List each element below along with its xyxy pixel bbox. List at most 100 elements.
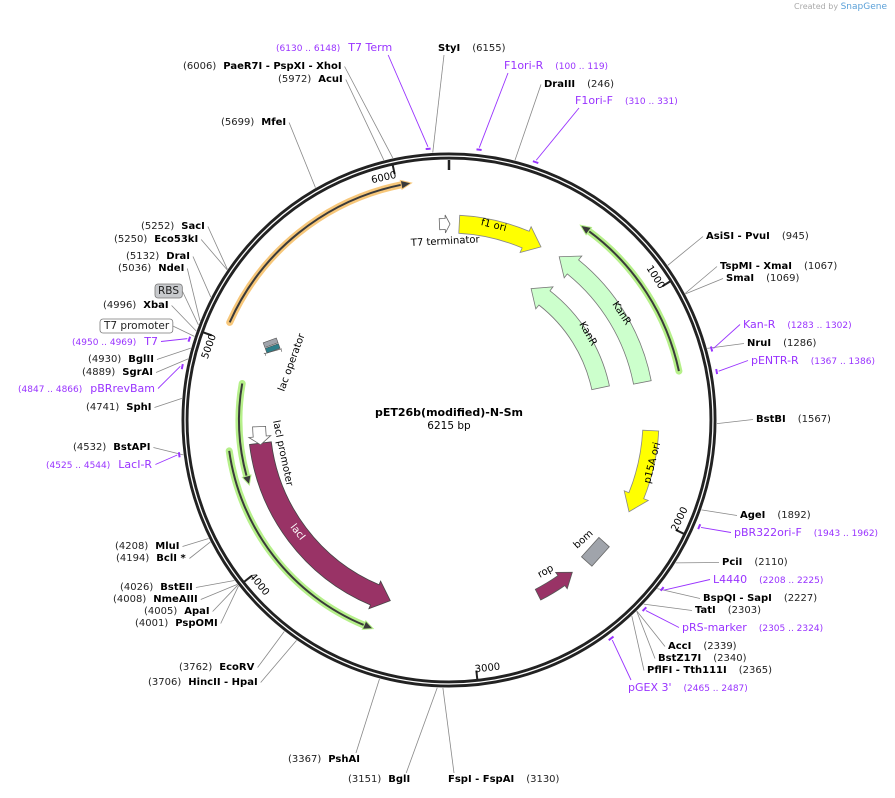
rop-label: rop <box>536 563 556 581</box>
primer-range: (2208 .. 2225) <box>759 576 823 586</box>
enzyme-site-ecorv[interactable]: (3762)EcoRV <box>179 662 255 673</box>
label-connector <box>189 541 211 559</box>
primer-connector <box>157 365 181 389</box>
primer-connector <box>155 454 178 465</box>
enzyme-name: AccI <box>668 641 691 652</box>
primer-kanr[interactable]: Kan-R(1283 .. 1302) <box>743 318 852 331</box>
enzyme-position: (2365) <box>739 665 772 676</box>
enzyme-site-sgrai[interactable]: (4889)SgrAI <box>82 367 153 378</box>
enzyme-site-drai[interactable]: (5132)DraI <box>126 251 190 262</box>
primer-binding-mark <box>180 363 184 370</box>
primer-t7term[interactable]: (6130 .. 6148)T7 Term <box>276 41 392 54</box>
enzyme-site-sphi[interactable]: (4741)SphI <box>86 402 151 413</box>
enzyme-position: (246) <box>587 79 614 90</box>
enzyme-site-xbai[interactable]: (4996)XbaI <box>103 300 169 311</box>
enzyme-name: PflFI - Tth111I <box>647 665 727 676</box>
tick-mark <box>675 528 685 535</box>
feature-label-text: T7 promoter <box>103 320 170 332</box>
tick-mark <box>391 164 396 175</box>
enzyme-site-styi[interactable]: StyI(6155) <box>438 43 506 54</box>
primer-range: (4525 .. 4544) <box>46 461 110 471</box>
enzyme-name: BstZ17I <box>658 653 701 664</box>
label-connector <box>514 84 542 161</box>
enzyme-site-apai[interactable]: (4005)ApaI <box>144 606 210 617</box>
enzyme-site-nmeaiii[interactable]: (4008)NmeAIII <box>113 594 198 605</box>
enzyme-site-bgli[interactable]: (3151)BglI <box>348 774 410 785</box>
enzyme-site-pspomi[interactable]: (4001)PspOMI <box>135 618 218 629</box>
enzyme-site-mlui[interactable]: (4208)MluI <box>115 541 179 552</box>
rop-arrow <box>534 571 573 601</box>
primer-pbr322orif[interactable]: pBR322ori-F (1943 .. 1962) <box>734 526 878 539</box>
feature-label-rbs[interactable]: RBS <box>154 283 183 299</box>
label-connector <box>716 419 754 424</box>
primer-t7[interactable]: (4950 .. 4969)T7 <box>72 335 158 348</box>
label-connector <box>155 358 189 373</box>
enzyme-site-acui[interactable]: (5972)AcuI <box>278 74 343 85</box>
primer-binding-mark <box>659 586 665 592</box>
label-connector <box>667 236 704 266</box>
laci-orf-arc-2 <box>228 450 365 627</box>
primer-prsmarker[interactable]: pRS-marker(2305 .. 2324) <box>682 621 823 634</box>
snapgene-logo: Created by SnapGene <box>794 2 887 12</box>
enzyme-position: (4930) <box>88 354 121 365</box>
enzyme-site-bstbi[interactable]: BstBI(1567) <box>756 414 831 425</box>
laci-orf-arc-1 <box>237 383 248 477</box>
enzyme-site-paer7i[interactable]: (6006)PaeR7I - PspXI - XhoI <box>183 61 342 72</box>
primer-l4440[interactable]: L4440(2208 .. 2225) <box>713 573 823 586</box>
enzyme-site-bstapi[interactable]: (4532)BstAPI <box>73 442 150 453</box>
primer-pentrr[interactable]: pENTR-R(1367 .. 1386) <box>751 354 875 367</box>
backbone-strand-gap <box>184 155 714 685</box>
enzyme-site-bspqi[interactable]: BspQI - SapI(2227) <box>703 593 817 604</box>
enzyme-site-mfei[interactable]: (5699)MfeI <box>221 117 286 128</box>
primer-binding-mark <box>697 523 702 530</box>
enzyme-site-bstz17i[interactable]: BstZ17I(2340) <box>658 653 747 664</box>
enzyme-site-smai[interactable]: SmaI(1069) <box>726 273 799 284</box>
primer-f1orir[interactable]: F1ori-R(100 .. 119) <box>504 59 608 72</box>
primer-pgex3[interactable]: pGEX 3'(2465 .. 2487) <box>628 681 748 694</box>
enzyme-name: ApaI <box>184 606 209 617</box>
feature-label-t7-promoter[interactable]: T7 promoter <box>99 318 174 334</box>
enzyme-site-fspi[interactable]: FspI - FspAI(3130) <box>448 774 560 785</box>
primer-name: F1ori-F <box>575 94 613 107</box>
enzyme-position: (4532) <box>73 442 106 453</box>
laci-arrow <box>249 441 391 610</box>
primer-name: pGEX 3' <box>628 681 672 694</box>
enzyme-site-draiii[interactable]: DraIII(246) <box>544 79 614 90</box>
enzyme-site-nrui[interactable]: NruI(1286) <box>747 338 816 349</box>
enzyme-site-tati[interactable]: TatI(2303) <box>695 605 761 616</box>
primer-f1orif[interactable]: F1ori-F(310 .. 331) <box>575 94 678 107</box>
label-connector <box>643 603 693 611</box>
enzyme-site-hincii[interactable]: (3706)HincII - HpaI <box>148 677 258 688</box>
primer-connector <box>611 639 632 681</box>
enzyme-position: (4208) <box>115 541 148 552</box>
primer-pbrrevbam[interactable]: (4847 .. 4866)pBRrevBam <box>18 382 155 395</box>
primer-binding-mark <box>608 635 615 642</box>
enzyme-site-bsteii[interactable]: (4026)BstEII <box>120 582 193 593</box>
tick-label: 5000 <box>200 333 219 361</box>
primer-name: pBR322ori-F <box>734 526 802 539</box>
enzyme-position: (1067) <box>804 261 837 272</box>
tick-mark <box>475 670 479 680</box>
kanr-orf-arc <box>588 230 680 372</box>
enzyme-site-pcii[interactable]: PciI(2110) <box>722 557 788 568</box>
label-connector <box>220 585 239 624</box>
enzyme-site-saci[interactable]: (5252)SacI <box>141 221 205 232</box>
primer-lacir[interactable]: (4525 .. 4544)LacI-R <box>46 458 152 471</box>
enzyme-site-agei[interactable]: AgeI(1892) <box>740 510 811 521</box>
label-connector <box>684 266 718 294</box>
primer-range: (1943 .. 1962) <box>814 529 878 539</box>
enzyme-site-pshai[interactable]: (3367)PshAI <box>288 754 360 765</box>
primer-range: (1283 .. 1302) <box>787 321 851 331</box>
enzyme-position: (1286) <box>783 338 816 349</box>
enzyme-site-tspmi[interactable]: TspMI - XmaI(1067) <box>720 261 837 272</box>
enzyme-site-pflfi[interactable]: PflFI - Tth111I (2365) <box>647 665 772 676</box>
enzyme-site-eco53ki[interactable]: (5250)Eco53kI <box>114 234 198 245</box>
enzyme-site-ndei[interactable]: (5036)NdeI <box>118 263 184 274</box>
lac-operator-bracket <box>263 348 283 356</box>
enzyme-site-bglii[interactable]: (4930)BglII <box>88 354 154 365</box>
enzyme-site-bcli[interactable]: (4194)BclI * <box>116 553 186 564</box>
enzyme-site-acci[interactable]: AccI(2339) <box>668 641 737 652</box>
enzyme-position: (3367) <box>288 754 321 765</box>
enzyme-site-asisi[interactable]: AsiSI - PvuI(945) <box>706 231 809 242</box>
label-connector <box>195 580 235 588</box>
